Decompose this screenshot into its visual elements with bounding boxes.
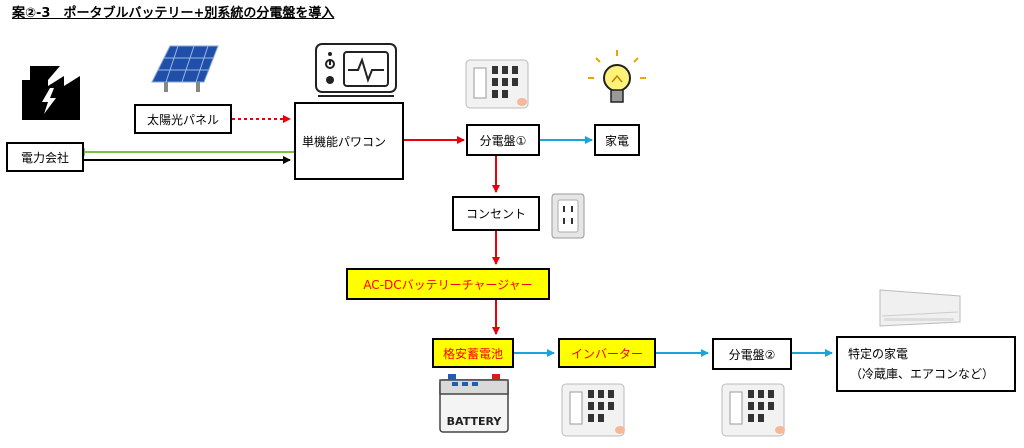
distribution-board-1-label: 分電盤①	[479, 133, 527, 148]
outlet-icon	[551, 193, 585, 239]
outlet-box: コンセント	[452, 196, 540, 231]
solar-panel-icon	[151, 45, 219, 92]
appliances-label: 家電	[604, 133, 629, 148]
air-conditioner-icon	[879, 289, 961, 327]
specific-appliances-box: 特定の家電 （冷蔵庫、エアコンなど）	[836, 336, 1016, 392]
appliances-box: 家電	[594, 124, 640, 156]
battery-icon: BATTERY	[439, 374, 509, 433]
charger-label: AC-DCバッテリーチャージャー	[363, 277, 533, 292]
distribution-board-icon-2	[561, 383, 625, 437]
distribution-board-icon-3	[721, 383, 785, 437]
distribution-board-1-box: 分電盤①	[466, 124, 540, 156]
inverter-box: インバーター	[558, 338, 656, 368]
battery-label: 格安蓄電池	[442, 346, 503, 361]
specific-appliances-label: 特定の家電	[848, 347, 909, 361]
inverter-label: インバーター	[570, 346, 643, 361]
solar-panel-label: 太陽光パネル	[146, 112, 219, 127]
distribution-board-icon-1	[465, 59, 529, 109]
power-plant-icon	[22, 66, 80, 120]
power-company-box: 電力会社	[6, 142, 84, 172]
charger-box: AC-DCバッテリーチャージャー	[346, 268, 550, 300]
light-bulb-icon	[588, 50, 646, 103]
distribution-board-2-label: 分電盤②	[728, 347, 776, 362]
power-conditioner-label: 単機能パワコン	[302, 134, 387, 149]
solar-panel-box: 太陽光パネル	[134, 104, 232, 134]
battery-icon-label: BATTERY	[447, 415, 503, 428]
outlet-label: コンセント	[465, 207, 526, 221]
specific-appliances-note: （冷蔵庫、エアコンなど）	[850, 367, 995, 381]
distribution-board-2-box: 分電盤②	[712, 338, 792, 370]
power-conditioner-box: 単機能パワコン	[294, 102, 404, 180]
diagram-title: 案②-3 ポータブルバッテリー+別系統の分電盤を導入	[12, 6, 335, 21]
battery-box: 格安蓄電池	[432, 338, 514, 368]
power-company-label: 電力会社	[20, 150, 69, 165]
power-conditioner-icon	[315, 43, 397, 97]
